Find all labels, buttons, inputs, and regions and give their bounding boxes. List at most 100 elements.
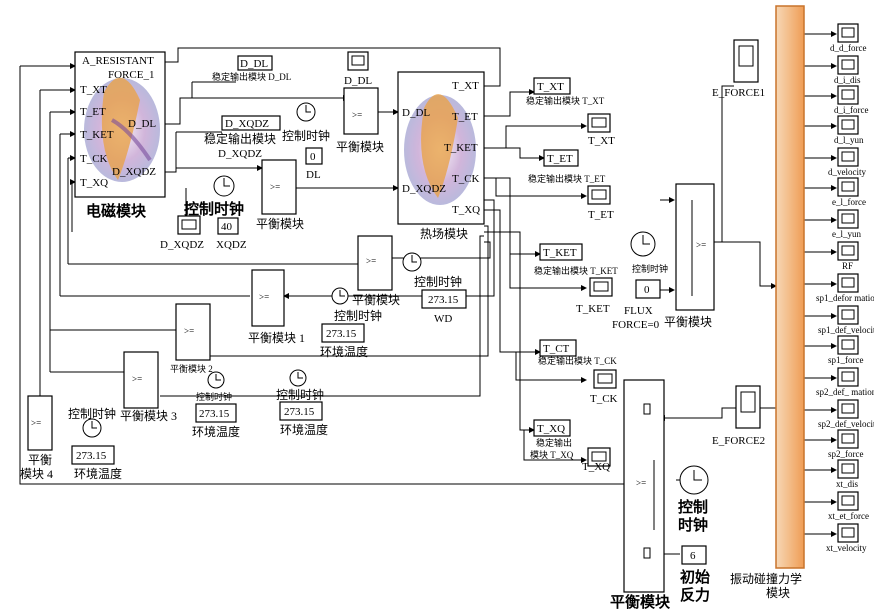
scope-label: sp1_defor mation	[816, 293, 874, 303]
scope-e-l-force[interactable]: e_l_force	[832, 177, 866, 207]
scope-xt-dis[interactable]: xt_dis	[836, 459, 859, 489]
clock-final[interactable]: 控制 时钟	[678, 465, 709, 534]
scope-e-force1[interactable]: E_FORCE1	[712, 39, 765, 99]
const-dl-label: DL	[306, 169, 321, 181]
em-block[interactable]: A_RESISTANT FORCE_1 T_XT T_ET T_KET T_CK…	[74, 51, 166, 220]
d-xqdz-stable-output[interactable]: D_XQDZ 稳定输出模块 D_XQDZ	[204, 115, 281, 160]
em-port-t-et: T_ET	[80, 106, 106, 118]
scope-xt-velocity[interactable]: xt_velocity	[826, 523, 867, 553]
t-xq-stable-output[interactable]: T_XQ 稳定输出 模块 T_XQ	[530, 419, 574, 460]
const-env1-value: 273.15	[326, 328, 357, 340]
scope-t-xt[interactable]: T_XT	[587, 113, 615, 147]
const-dl[interactable]: 0 DL	[305, 147, 323, 181]
balance-2[interactable]: >= 平衡模块 2	[170, 303, 213, 374]
balance-wd[interactable]: >= 平衡模块	[352, 235, 400, 307]
t-xt-stable-output[interactable]: T_XT 稳定输出模块 T_XT	[526, 77, 605, 106]
balance-flux[interactable]: >= 平衡模块	[664, 183, 715, 329]
scope-t-xt-label: T_XT	[588, 135, 615, 147]
const-env1[interactable]: 273.15 环境温度	[320, 323, 368, 359]
const-env3[interactable]: 273.15 环境温度	[279, 401, 328, 437]
scope-label: xt_dis	[836, 479, 859, 489]
scope-t-ket[interactable]: T_KET	[576, 277, 613, 315]
const-xqdz[interactable]: 40 XQDZ	[216, 217, 247, 251]
const-xqdz-label: XQDZ	[216, 239, 247, 251]
scope-label: d_l_yun	[834, 135, 864, 145]
scope-label: d_i_dis	[834, 75, 861, 85]
const-env1-label: 环境温度	[320, 344, 368, 359]
const-env4-value: 273.15	[76, 450, 107, 462]
scope-d-i-force[interactable]: d_i_force	[834, 85, 868, 115]
scope-d-d-force[interactable]: d_d_force	[830, 23, 866, 53]
thermal-block[interactable]: D_DL D_XQDZ T_XT T_ET T_KET T_CK T_XQ 热场…	[397, 71, 485, 241]
const-flux[interactable]: 0 FLUX FORCE=0	[612, 279, 661, 331]
em-port-t-xt: T_XT	[80, 84, 107, 96]
const-flux-value: 0	[644, 284, 650, 296]
scope-label: d_velocity	[828, 167, 866, 177]
d-dl-stable-output[interactable]: D_DL 稳定输出模块 D_DL	[212, 55, 291, 82]
clock-3[interactable]: 控制时钟	[276, 369, 324, 402]
scope-t-xq[interactable]: T_XQ	[582, 447, 611, 473]
const-xqdz-value: 40	[221, 221, 233, 233]
scope-sp1-def-velocity[interactable]: sp1_def_velocity	[818, 305, 874, 335]
scope-t-ck-label: T_CK	[590, 393, 618, 405]
clock-dl[interactable]: 控制时钟	[282, 102, 330, 143]
clock-4[interactable]: 控制时钟	[68, 406, 116, 438]
scope-t-ck[interactable]: T_CK	[590, 369, 618, 405]
scope-sp2-def-mation[interactable]: sp2_def_ mation	[816, 367, 874, 397]
balance-1[interactable]: >= 平衡模块 1	[248, 269, 305, 345]
balance-dl[interactable]: >= 平衡模块	[336, 87, 384, 154]
scope-d-xqdz[interactable]: D_XQDZ	[160, 215, 204, 251]
clock-1[interactable]: 控制时钟	[331, 287, 382, 323]
clock-final-label2: 时钟	[678, 516, 708, 534]
scope-label: xt_velocity	[826, 543, 867, 553]
scope-label: sp1_def_velocity	[818, 325, 874, 335]
const-wd[interactable]: 273.15 WD	[421, 289, 467, 325]
clock-xqdz[interactable]: 控制时钟	[184, 175, 244, 218]
em-port-t-xq: T_XQ	[80, 177, 108, 189]
balance-4-label2: 模块 4	[20, 467, 53, 481]
balance-final[interactable]: >= 平衡模块	[610, 379, 671, 611]
switch-symbol: >=	[636, 478, 646, 488]
const-env2[interactable]: 273.15 环境温度	[192, 403, 240, 439]
const-wd-value: 273.15	[428, 294, 459, 306]
clock-2-label: 控制时钟	[196, 391, 232, 402]
t-ket-stable-output[interactable]: T_KET 稳定输出模块 T_KET	[534, 243, 618, 276]
scope-rf[interactable]: RF	[837, 241, 859, 271]
scope-sp2-def-velocity[interactable]: sp2_def_velocity	[818, 399, 874, 429]
const-dl-value: 0	[310, 151, 316, 163]
scope-xt-et-force[interactable]: xt_et_force	[828, 491, 869, 521]
scope-e-force2[interactable]: E_FORCE2	[712, 385, 765, 447]
const-wd-label: WD	[434, 313, 452, 325]
scope-sp1-deformation[interactable]: sp1_defor mation	[816, 273, 874, 303]
clock-wd[interactable]: 控制时钟	[402, 252, 462, 289]
balance-3[interactable]: >= 平衡模块 3	[120, 351, 177, 423]
scope-d-l-yun[interactable]: d_l_yun	[834, 115, 864, 145]
scope-sp1-force[interactable]: sp1_force	[828, 335, 864, 365]
switch-symbol: >=	[696, 240, 706, 250]
t-et-stable-label: 稳定输出模块 T_ET	[528, 173, 606, 184]
scope-d-dl[interactable]: D_DL	[344, 51, 372, 87]
scope-sp2-force[interactable]: sp2_force	[828, 429, 864, 459]
switch-symbol: >=	[31, 418, 41, 428]
switch-symbol: >=	[132, 374, 142, 384]
const-env4[interactable]: 273.15 环境温度	[71, 445, 122, 481]
scope-d-velocity[interactable]: d_velocity	[828, 147, 866, 177]
scope-t-et-label: T_ET	[588, 209, 614, 221]
vib-block[interactable]: 振动碰撞力学 模块	[730, 5, 805, 600]
d-dl-stable-label: 稳定输出模块 D_DL	[212, 71, 291, 82]
scope-e-l-yun[interactable]: e_l_yun	[832, 209, 861, 239]
t-et-stable-output[interactable]: T_ET 稳定输出模块 T_ET	[528, 149, 606, 184]
t-ck-stable-output[interactable]: T_CT 稳定输出模块 T_CK	[538, 339, 617, 366]
const-init-force[interactable]: 6 初始 反力	[680, 545, 710, 604]
clock-2[interactable]: 控制时钟	[196, 371, 232, 402]
clock-xqdz-label: 控制时钟	[184, 200, 244, 218]
balance-dl-label: 平衡模块	[336, 140, 384, 154]
balance-1-label: 平衡模块 1	[248, 331, 305, 345]
scope-t-et[interactable]: T_ET	[587, 185, 614, 221]
balance-xqdz[interactable]: >= 平衡模块	[256, 159, 304, 231]
thermal-port-t-xq: T_XQ	[452, 204, 480, 216]
balance-4[interactable]: >= 平衡 模块 4	[20, 395, 53, 481]
clock-flux[interactable]: 控制时钟	[630, 231, 668, 274]
scope-d-i-dis[interactable]: d_i_dis	[834, 55, 861, 85]
